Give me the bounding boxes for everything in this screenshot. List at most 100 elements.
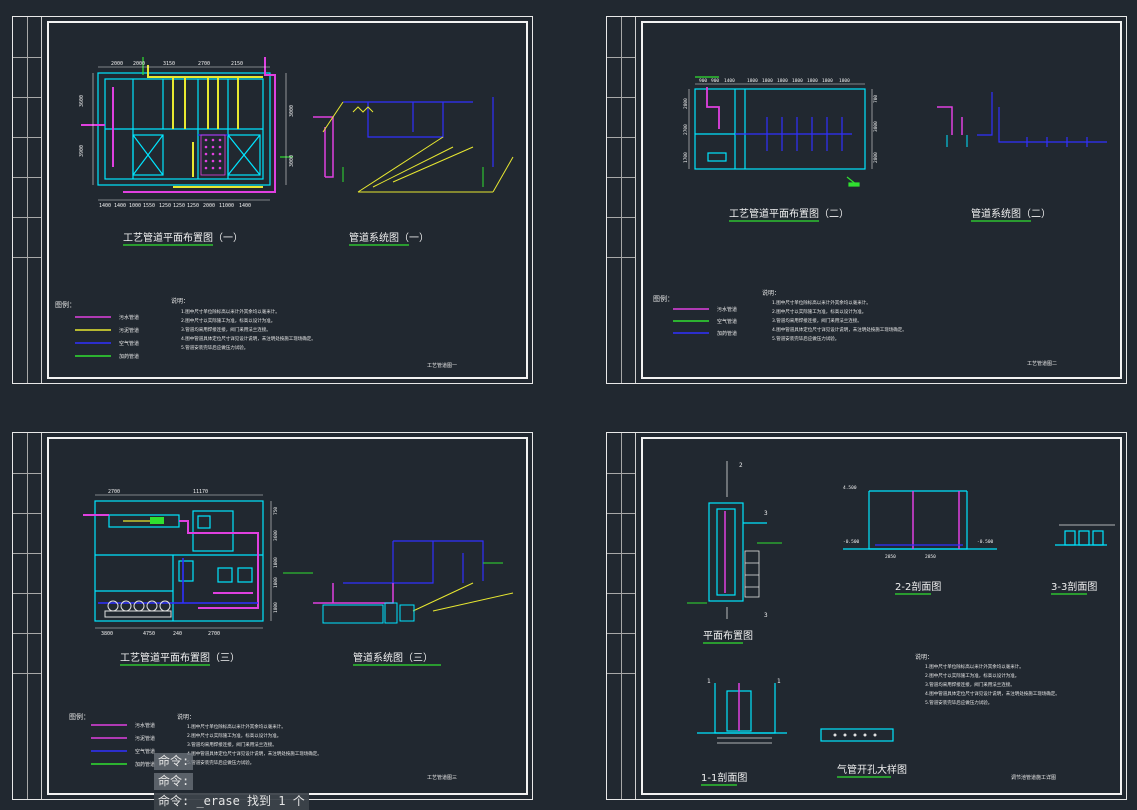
command-line-input[interactable]: 命令: _erase 找到 1 个 (154, 793, 309, 810)
svg-text:2700: 2700 (208, 631, 220, 637)
title-block-strip (607, 17, 636, 383)
svg-text:4.图中管道具体定位尺寸详见设计说明，未注明处按施工现场确定: 4.图中管道具体定位尺寸详见设计说明，未注明处按施工现场确定。 (181, 335, 316, 342)
svg-text:1550: 1550 (143, 203, 155, 209)
svg-text:污水管道: 污水管道 (135, 722, 155, 729)
svg-text:2: 2 (739, 462, 743, 469)
svg-text:污水管道: 污水管道 (717, 306, 737, 313)
svg-text:3.管道均采用焊接连接，阀门采用法兰连接。: 3.管道均采用焊接连接，阀门采用法兰连接。 (187, 741, 277, 748)
svg-text:2000: 2000 (133, 61, 145, 67)
svg-text:2000: 2000 (111, 61, 123, 67)
svg-text:4.图中管道具体定位尺寸详见设计说明，未注明处按施工现场确定: 4.图中管道具体定位尺寸详见设计说明，未注明处按施工现场确定。 (187, 750, 322, 757)
titles-3: 工艺管道平面布置图（三） 管道系统图（三） 图例： 污水管道 污泥管道 空气管道… (69, 651, 457, 781)
plan-title: 工艺管道平面布置图（一） (123, 231, 243, 244)
svg-text:3: 3 (764, 612, 768, 619)
sheet-name: 工艺管道图二 (1027, 360, 1057, 367)
system-title: 管道系统图（二） (971, 207, 1051, 220)
sheet-frame (47, 21, 528, 379)
svg-text:1000: 1000 (129, 203, 141, 209)
drawing-sheet-1[interactable]: 2000 2000 3150 2700 2150 1400 1400 1000 … (12, 16, 533, 384)
svg-text:1700: 1700 (683, 152, 689, 163)
svg-text:3: 3 (764, 510, 768, 517)
titles-4: 平面布置图 2-2剖面图 3-3剖面图 1-1剖面图 气管开孔大样图 说明： 1… (701, 580, 1097, 786)
section-11-title: 1-1剖面图 (701, 771, 747, 784)
svg-text:3800: 3800 (873, 121, 879, 132)
svg-text:240: 240 (173, 631, 182, 637)
svg-text:700: 700 (873, 95, 879, 103)
svg-text:1.图中尺寸单位除标高以米计外其余均以毫米计。: 1.图中尺寸单位除标高以米计外其余均以毫米计。 (772, 299, 871, 306)
drawing-sheet-2[interactable]: 900 900 1400 1800 1800 1800 1800 1800 18… (606, 16, 1127, 384)
svg-text:5.管道安装完毕后应做压力试验。: 5.管道安装完毕后应做压力试验。 (772, 335, 839, 342)
titles-2: 工艺管道平面布置图（二） 管道系统图（二） 图例： 污水管道 空气管道 加药管道… (653, 207, 1057, 367)
plan-drawing-2[interactable]: 900 900 1400 1800 1800 1800 1800 1800 18… (607, 17, 1128, 385)
system-drawing-2[interactable] (607, 17, 1128, 385)
svg-text:3800: 3800 (101, 631, 113, 637)
title-block-strip (13, 17, 42, 383)
title-block-strip (607, 433, 636, 799)
section-33-title: 3-3剖面图 (1051, 580, 1097, 593)
svg-text:加药管道: 加药管道 (119, 353, 139, 360)
sheet-name: 工艺管道图三 (427, 774, 457, 781)
svg-text:2850: 2850 (885, 554, 896, 560)
svg-text:加药管道: 加药管道 (135, 761, 155, 768)
svg-text:3900: 3900 (79, 145, 85, 157)
svg-text:2700: 2700 (683, 124, 689, 135)
svg-text:污水管道: 污水管道 (119, 314, 139, 321)
svg-text:1800: 1800 (747, 78, 758, 84)
plan-title: 平面布置图 (703, 630, 753, 642)
svg-text:2000: 2000 (203, 203, 215, 209)
svg-text:-0.500: -0.500 (843, 539, 860, 545)
svg-text:空气管道: 空气管道 (119, 340, 139, 347)
svg-text:1800: 1800 (839, 78, 850, 84)
command-history-line-1: 命令: (154, 753, 194, 770)
svg-text:2800: 2800 (683, 98, 689, 109)
notes-title: 说明： (915, 653, 933, 661)
plan-drawing-1[interactable]: 2000 2000 3150 2700 2150 1400 1400 1000 … (13, 17, 534, 385)
svg-text:1800: 1800 (792, 78, 803, 84)
svg-text:3000: 3000 (289, 155, 295, 167)
svg-text:3600: 3600 (79, 95, 85, 107)
section-22-title: 2-2剖面图 (895, 580, 941, 593)
svg-text:4.图中管道具体定位尺寸详见设计说明，未注明处按施工现场确定: 4.图中管道具体定位尺寸详见设计说明，未注明处按施工现场确定。 (925, 690, 1060, 697)
svg-text:1.图中尺寸单位除标高以米计外其余均以毫米计。: 1.图中尺寸单位除标高以米计外其余均以毫米计。 (925, 663, 1024, 670)
svg-text:1.图中尺寸单位除标高以米计外其余均以毫米计。: 1.图中尺寸单位除标高以米计外其余均以毫米计。 (187, 723, 286, 730)
sheet-frame (641, 437, 1122, 795)
svg-text:3.管道均采用焊接连接，阀门采用法兰连接。: 3.管道均采用焊接连接，阀门采用法兰连接。 (181, 326, 271, 333)
plan-drawing-3[interactable]: 2700 11170 3800 4750 240 2700 750 3600 1… (13, 433, 534, 801)
svg-text:1400: 1400 (724, 78, 735, 84)
svg-text:3000: 3000 (289, 105, 295, 117)
svg-text:1800: 1800 (822, 78, 833, 84)
svg-text:1000: 1000 (273, 577, 279, 588)
svg-text:污泥管道: 污泥管道 (119, 327, 139, 334)
svg-text:1250: 1250 (173, 203, 185, 209)
notes-title: 说明： (171, 297, 189, 305)
legend-title: 图例： (653, 294, 674, 303)
svg-text:1800: 1800 (762, 78, 773, 84)
legend-title: 图例： (69, 712, 90, 721)
system-title: 管道系统图（一） (349, 231, 429, 244)
svg-text:1: 1 (707, 678, 711, 685)
svg-text:2.图中尺寸以实际施工为准，标高以设计为准。: 2.图中尺寸以实际施工为准，标高以设计为准。 (925, 672, 1019, 679)
svg-text:5.管道安装完毕后应做压力试验。: 5.管道安装完毕后应做压力试验。 (925, 699, 992, 706)
svg-text:4.图中管道具体定位尺寸详见设计说明，未注明处按施工现场确定: 4.图中管道具体定位尺寸详见设计说明，未注明处按施工现场确定。 (772, 326, 907, 333)
svg-text:3150: 3150 (163, 61, 175, 67)
drawing-sheet-4[interactable]: 2 3 3 4.500 -0.500 -0.500 2850 2850 1 (606, 432, 1127, 800)
svg-text:11000: 11000 (219, 203, 234, 209)
sheet-name: 调节池管道施工详图 (1011, 774, 1056, 781)
plan-detail-drawing[interactable]: 2 3 3 4.500 -0.500 -0.500 2850 2850 1 (607, 433, 1128, 801)
svg-text:5.管道安装完毕后应做压力试验。: 5.管道安装完毕后应做压力试验。 (181, 344, 248, 351)
svg-text:2800: 2800 (873, 152, 879, 163)
svg-text:11170: 11170 (193, 489, 208, 495)
plan-title: 工艺管道平面布置图（三） (120, 651, 240, 664)
svg-text:3.管道均采用焊接连接，阀门采用法兰连接。: 3.管道均采用焊接连接，阀门采用法兰连接。 (772, 317, 862, 324)
system-drawing-3[interactable] (13, 433, 534, 801)
svg-text:1: 1 (777, 678, 781, 685)
system-drawing-1[interactable] (13, 17, 534, 385)
svg-text:2700: 2700 (108, 489, 120, 495)
svg-text:-0.500: -0.500 (977, 539, 994, 545)
svg-text:1400: 1400 (99, 203, 111, 209)
svg-text:空气管道: 空气管道 (717, 318, 737, 325)
drawing-sheet-3[interactable]: 2700 11170 3800 4750 240 2700 750 3600 1… (12, 432, 533, 800)
sheet-name: 工艺管道图一 (427, 362, 457, 369)
command-history-line-2: 命令: (154, 773, 194, 790)
sheet-frame (641, 21, 1122, 379)
